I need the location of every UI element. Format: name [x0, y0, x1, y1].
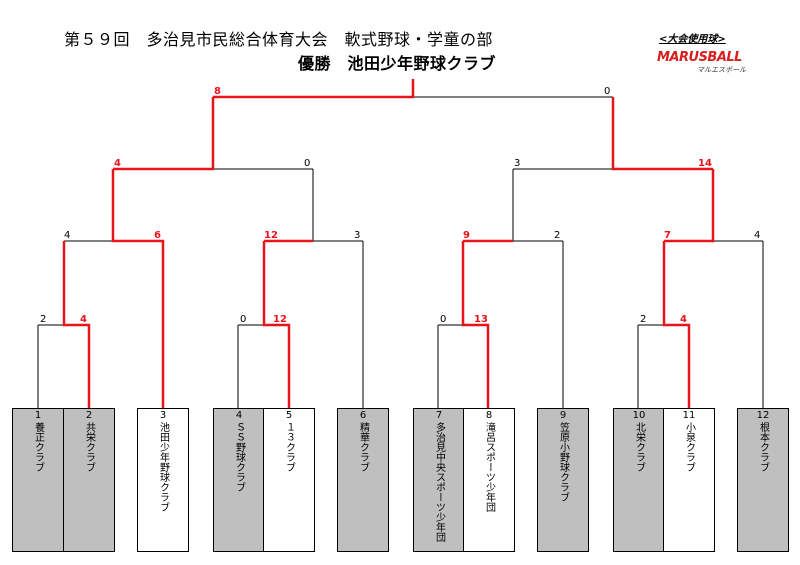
team-name: 共栄クラブ — [83, 422, 95, 472]
winner-path — [213, 79, 415, 99]
score-r1-b-right: 12 — [273, 314, 287, 325]
team-number: 2 — [85, 410, 93, 421]
winner-path — [113, 97, 215, 171]
team-number: 3 — [159, 410, 167, 421]
team-number: 10 — [632, 410, 646, 421]
team-name: 小泉クラブ — [683, 422, 695, 472]
score-r1-a-right: 4 — [80, 314, 87, 325]
score-sf-right-left: 3 — [514, 158, 521, 169]
score-final-right: 0 — [604, 86, 611, 97]
score-r1-d-left: 2 — [640, 314, 647, 325]
maru-s-ball-logo: MARUSBALL マルエスボール — [657, 50, 747, 76]
score-r2-b-right: 3 — [354, 230, 361, 241]
winner-path — [262, 241, 291, 408]
score-r2-a-left: 4 — [64, 230, 71, 241]
score-r2-a-right: 6 — [154, 230, 161, 241]
winner-path — [111, 169, 165, 408]
team-number: 11 — [682, 410, 696, 421]
official-ball-heading: <大会使用球> — [659, 34, 726, 45]
logo-subtext: マルエスボール — [697, 66, 746, 74]
team-number: 8 — [485, 410, 493, 421]
score-sf-right-right: 14 — [698, 158, 712, 169]
team-name: 滝呂スポーツ少年団 — [483, 422, 495, 512]
winner-path — [62, 241, 91, 408]
score-r1-c-right: 13 — [474, 314, 488, 325]
score-sf-left-left: 4 — [114, 158, 121, 169]
team-number: 12 — [756, 410, 770, 421]
team-number: 9 — [559, 410, 567, 421]
team-number: 5 — [285, 410, 293, 421]
team-name: 養正クラブ — [32, 422, 44, 472]
score-r1-b-left: 0 — [240, 314, 247, 325]
score-r2-c-left: 9 — [463, 230, 470, 241]
logo-brand: MARUSBALL — [657, 50, 742, 65]
team-number: 4 — [235, 410, 243, 421]
score-final-left: 8 — [214, 86, 221, 97]
score-r1-d-right: 4 — [680, 314, 687, 325]
winner-path — [461, 241, 490, 408]
winner-path — [662, 241, 691, 408]
team-name: 多治見中央スポーツ少年団 — [433, 422, 445, 542]
score-r2-d-right: 4 — [754, 230, 761, 241]
team-number: 7 — [435, 410, 443, 421]
winner-heading: 優勝 池田少年野球クラブ — [298, 54, 497, 73]
winner-path — [611, 97, 713, 171]
team-name: 根本クラブ — [757, 422, 769, 472]
page-title: 第５９回 多治見市民総合体育大会 軟式野球・学童の部 — [64, 30, 494, 49]
score-r1-a-left: 2 — [40, 314, 47, 325]
winner-path — [664, 169, 715, 243]
team-name: 精華クラブ — [357, 422, 369, 472]
team-name: １３クラブ — [283, 422, 295, 472]
team-number: 6 — [359, 410, 367, 421]
score-r1-c-left: 0 — [440, 314, 447, 325]
team-name: ＳＳ野球クラブ — [233, 422, 245, 492]
team-name: 北栄クラブ — [633, 422, 645, 472]
score-sf-left-right: 0 — [304, 158, 311, 169]
score-r2-d-left: 7 — [664, 230, 671, 241]
score-r2-c-right: 2 — [554, 230, 561, 241]
score-r2-b-left: 12 — [264, 230, 278, 241]
team-name: 笠原小野球クラブ — [557, 422, 569, 502]
team-number: 1 — [34, 410, 42, 421]
team-name: 池田少年野球クラブ — [157, 422, 169, 512]
